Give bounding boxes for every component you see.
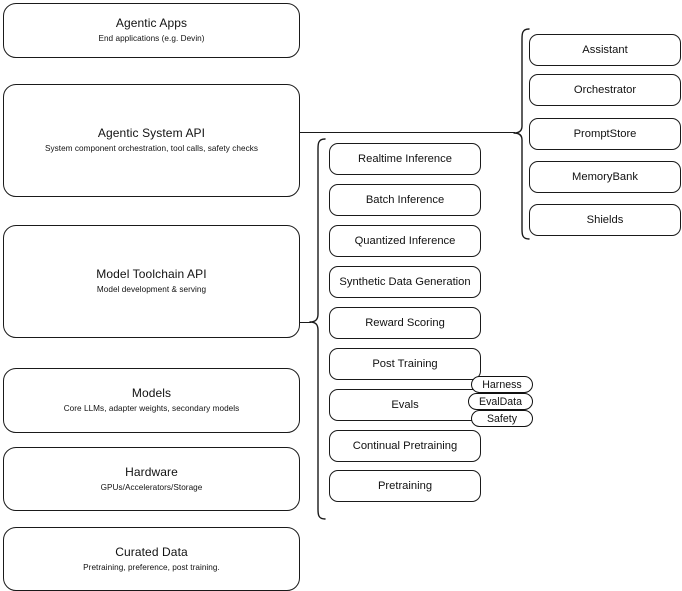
component-quantized-inference[interactable]: Quantized Inference	[329, 225, 481, 257]
component-shields[interactable]: Shields	[529, 204, 681, 236]
component-orchestrator[interactable]: Orchestrator	[529, 74, 681, 106]
layer-title: Curated Data	[115, 544, 188, 559]
component-synthetic-data-generation[interactable]: Synthetic Data Generation	[329, 266, 481, 298]
component-evals[interactable]: Evals	[329, 389, 481, 421]
layer-subtitle: Model development & serving	[96, 285, 207, 294]
layer-title: Models	[131, 386, 172, 400]
component-label: Quantized Inference	[354, 235, 456, 247]
component-label: Post Training	[372, 358, 438, 370]
evals-tag-label: EvalData	[479, 395, 522, 408]
component-label: Assistant	[582, 44, 628, 56]
layer-models[interactable]: Models Core LLMs, adapter weights, secon…	[3, 368, 300, 433]
evals-tag-label: Safety	[486, 412, 518, 425]
evals-tag-harness[interactable]: Harness	[471, 376, 533, 393]
component-batch-inference[interactable]: Batch Inference	[329, 184, 481, 216]
layer-title: Hardware	[125, 464, 178, 479]
component-realtime-inference[interactable]: Realtime Inference	[329, 143, 481, 175]
layer-agentic-system-api[interactable]: Agentic System API System component orch…	[3, 84, 300, 197]
component-label: Shields	[586, 214, 624, 226]
component-label: Continual Pretraining	[352, 440, 458, 452]
layer-agentic-apps[interactable]: Agentic Apps End applications (e.g. Devi…	[3, 3, 300, 58]
evals-tag-label: Harness	[482, 378, 522, 391]
component-label: MemoryBank	[572, 171, 638, 183]
component-pretraining[interactable]: Pretraining	[329, 470, 481, 502]
component-promptstore[interactable]: PromptStore	[529, 118, 681, 150]
layer-subtitle: End applications (e.g. Devin)	[98, 34, 205, 43]
evals-tag-evaldata[interactable]: EvalData	[468, 393, 533, 410]
layer-subtitle: Core LLMs, adapter weights, secondary mo…	[63, 404, 240, 413]
evals-tag-safety[interactable]: Safety	[471, 410, 533, 427]
layer-title: Agentic Apps	[115, 16, 188, 30]
component-label: Reward Scoring	[365, 317, 445, 329]
component-post-training[interactable]: Post Training	[329, 348, 481, 380]
component-label: Evals	[391, 399, 419, 411]
layer-title: Model Toolchain API	[96, 267, 207, 281]
connector-agentic-system-to-components	[300, 132, 515, 134]
component-memorybank[interactable]: MemoryBank	[529, 161, 681, 193]
brace-toolchain	[308, 138, 326, 520]
layer-subtitle: System component orchestration, tool cal…	[44, 144, 259, 153]
layer-curated-data[interactable]: Curated Data Pretraining, preference, po…	[3, 527, 300, 591]
layer-subtitle: GPUs/Accelerators/Storage	[100, 482, 203, 492]
component-assistant[interactable]: Assistant	[529, 34, 681, 66]
layer-model-toolchain-api[interactable]: Model Toolchain API Model development & …	[3, 225, 300, 338]
component-label: Realtime Inference	[358, 153, 452, 165]
layer-hardware[interactable]: Hardware GPUs/Accelerators/Storage	[3, 447, 300, 511]
connector-toolchain-to-components	[300, 322, 311, 324]
component-continual-pretraining[interactable]: Continual Pretraining	[329, 430, 481, 462]
component-label: PromptStore	[573, 128, 637, 140]
component-label: Batch Inference	[365, 194, 445, 206]
layer-subtitle: Pretraining, preference, post training.	[83, 562, 220, 572]
component-label: Synthetic Data Generation	[339, 276, 471, 288]
component-label: Pretraining	[377, 480, 433, 492]
brace-agentic-components	[512, 28, 530, 240]
component-label: Orchestrator	[573, 84, 637, 96]
component-reward-scoring[interactable]: Reward Scoring	[329, 307, 481, 339]
layer-title: Agentic System API	[97, 126, 206, 140]
